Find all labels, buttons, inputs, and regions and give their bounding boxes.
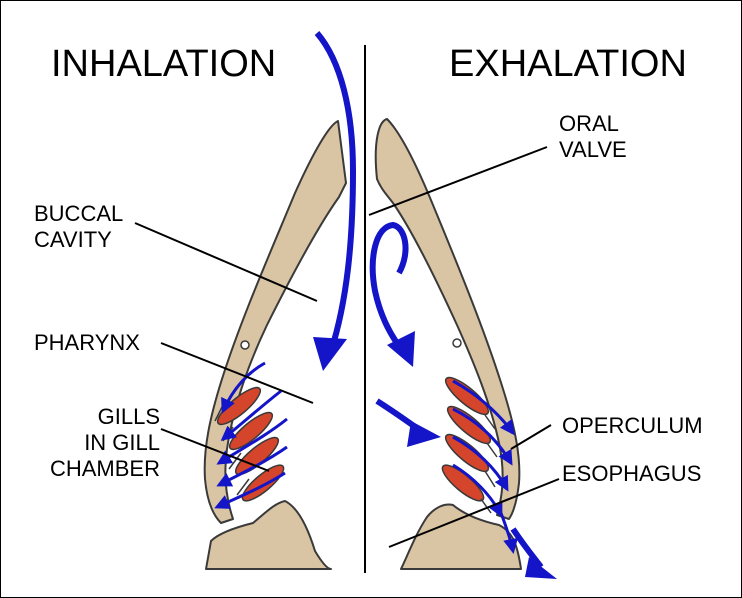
label-esophagus: ESOPHAGUS [562, 461, 702, 486]
upper-jaw-left [203, 120, 347, 524]
leader-lines [134, 146, 560, 548]
gills-right [441, 376, 498, 514]
operculum-pivot-right [452, 338, 462, 348]
label-oral-valve: ORAL VALVE [559, 111, 627, 162]
water-flow-inhalation [214, 31, 357, 509]
upper-jaw-right [374, 118, 521, 520]
lower-jaw-left [205, 500, 332, 570]
label-operculum: OPERCULUM [562, 413, 703, 438]
leader-buccal-cavity [134, 222, 318, 302]
label-buccal-cavity: BUCCAL CAVITY [34, 201, 124, 252]
leader-gills [160, 428, 270, 472]
exhalation-head [369, 118, 557, 579]
title-exhalation: EXHALATION [449, 43, 687, 85]
title-inhalation: INHALATION [51, 43, 277, 85]
lower-jaw-right [400, 503, 522, 570]
leader-oral-valve [368, 146, 548, 216]
leader-pharynx [160, 342, 314, 404]
operculum-pivot-left [240, 340, 250, 350]
water-flow-exhalation [369, 221, 557, 579]
inhalation-head [203, 31, 357, 570]
leader-operculum [510, 424, 552, 450]
leader-esophagus [388, 478, 560, 548]
label-pharynx: PHARYNX [34, 330, 140, 355]
label-gills: GILLS IN GILL CHAMBER [49, 404, 160, 481]
